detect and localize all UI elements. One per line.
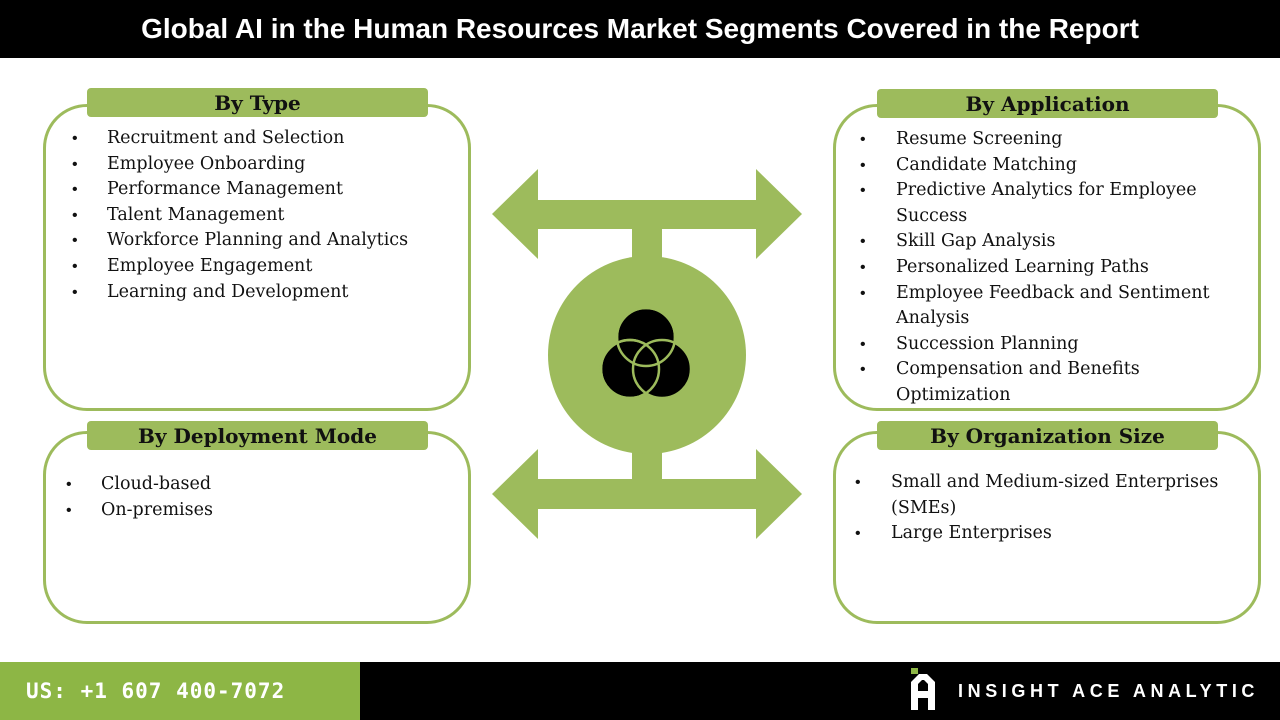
list-item: Personalized Learning Paths bbox=[860, 255, 1241, 281]
segment-title-application: By Application bbox=[877, 89, 1218, 118]
segment-list-deployment: Cloud-basedOn-premises bbox=[66, 472, 451, 524]
segment-panel-deployment bbox=[43, 431, 471, 624]
segment-title-type: By Type bbox=[87, 88, 428, 117]
list-item: Predictive Analytics for Employee Succes… bbox=[860, 178, 1241, 229]
double-arrow-bottom-icon bbox=[492, 449, 802, 539]
list-item: Large Enterprises bbox=[855, 521, 1246, 547]
list-item: Recruitment and Selection bbox=[72, 126, 457, 152]
page-title: Global AI in the Human Resources Market … bbox=[0, 0, 1280, 58]
list-item: On-premises bbox=[66, 498, 451, 524]
segment-list-type: Recruitment and SelectionEmployee Onboar… bbox=[72, 126, 457, 306]
list-item: Resume Screening bbox=[860, 127, 1241, 153]
list-item: Employee Engagement bbox=[72, 254, 457, 280]
venn-three-circles-icon bbox=[599, 306, 693, 400]
list-item: Candidate Matching bbox=[860, 153, 1241, 179]
list-item: Workforce Planning and Analytics bbox=[72, 228, 457, 254]
insightace-logo-icon bbox=[911, 668, 935, 710]
center-graphic bbox=[492, 169, 802, 539]
segment-list-application: Resume ScreeningCandidate MatchingPredic… bbox=[860, 127, 1241, 409]
list-item: Learning and Development bbox=[72, 280, 457, 306]
list-item: Employee Feedback and Sentiment Analysis bbox=[860, 281, 1241, 332]
segment-title-organization: By Organization Size bbox=[877, 421, 1218, 450]
list-item: Skill Gap Analysis bbox=[860, 229, 1241, 255]
double-arrow-top-icon bbox=[492, 169, 802, 259]
list-item: Small and Medium-sized Enterprises (SMEs… bbox=[855, 470, 1246, 521]
list-item: Compensation and Benefits Optimization bbox=[860, 357, 1241, 408]
brand-name: INSIGHT ACE ANALYTIC bbox=[958, 681, 1260, 701]
contact-phone[interactable]: US: +1 607 400-7072 bbox=[26, 679, 286, 703]
list-item: Cloud-based bbox=[66, 472, 451, 498]
footer-phone-bar: US: +1 607 400-7072 bbox=[0, 662, 360, 720]
segment-list-organization: Small and Medium-sized Enterprises (SMEs… bbox=[855, 470, 1246, 547]
list-item: Succession Planning bbox=[860, 332, 1241, 358]
list-item: Employee Onboarding bbox=[72, 152, 457, 178]
segment-title-deployment: By Deployment Mode bbox=[87, 421, 428, 450]
list-item: Talent Management bbox=[72, 203, 457, 229]
footer-brand-bar: INSIGHT ACE ANALYTIC bbox=[360, 662, 1280, 720]
list-item: Performance Management bbox=[72, 177, 457, 203]
